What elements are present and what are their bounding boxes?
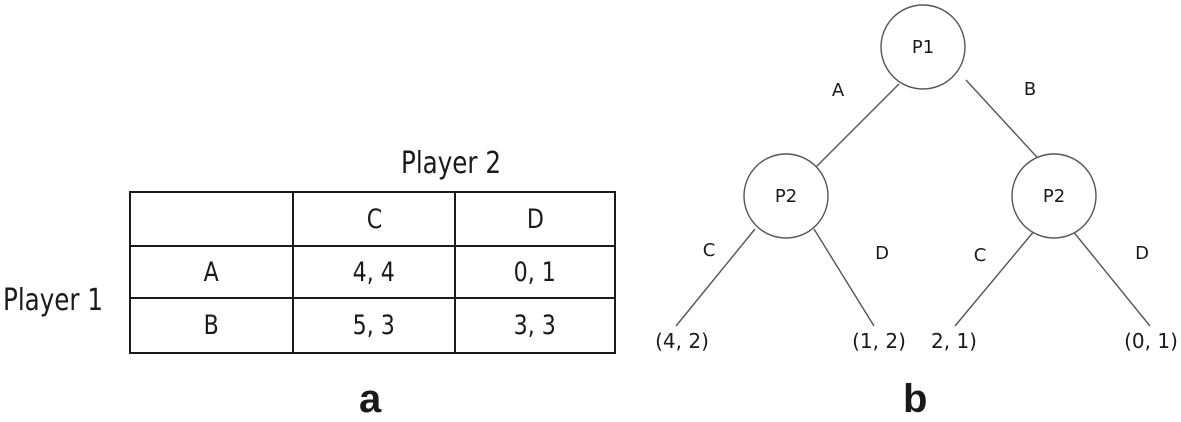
payoff-leaf-2: (1, 2) xyxy=(852,329,906,353)
panel-b-caption: b xyxy=(903,377,928,421)
column-header-c: C xyxy=(292,191,456,247)
edge-left-c xyxy=(675,228,756,327)
column-player-label: Player 2 xyxy=(401,146,502,181)
action-label-right-c: C xyxy=(974,245,987,266)
action-label-a: A xyxy=(832,80,845,101)
action-label-left-d: D xyxy=(875,243,889,264)
row-player-label: Player 1 xyxy=(3,283,104,318)
payoff-cell-bd: 3, 3 xyxy=(454,297,616,354)
action-label-left-c: C xyxy=(703,240,716,261)
action-label-right-d: D xyxy=(1135,243,1149,264)
payoff-leaf-1: (4, 2) xyxy=(655,329,709,353)
action-label-b: B xyxy=(1024,79,1036,100)
node-p2-right-label: P2 xyxy=(1043,186,1065,207)
edge-root-right xyxy=(965,79,1047,168)
payoff-cell-ad: 0, 1 xyxy=(454,245,616,299)
table-row: A 4, 4 0, 1 xyxy=(129,245,616,299)
column-header-d: D xyxy=(454,191,616,247)
panel-a-caption: a xyxy=(359,377,382,421)
row-header-b: B xyxy=(129,297,294,354)
row-header-a: A xyxy=(129,245,294,299)
table-row: B 5, 3 3, 3 xyxy=(129,297,616,354)
payoff-leaf-3: 2, 1) xyxy=(931,329,977,353)
payoff-leaf-4: (0, 1) xyxy=(1124,329,1178,353)
table-row: C D xyxy=(129,191,616,247)
node-p2-right xyxy=(1011,153,1097,239)
edge-left-d xyxy=(813,228,875,327)
payoff-cell-bc: 5, 3 xyxy=(292,297,456,354)
edge-right-c xyxy=(954,229,1036,327)
payoff-cell-ac: 4, 4 xyxy=(292,245,456,299)
node-p1-label: P1 xyxy=(912,37,934,58)
edge-root-left xyxy=(812,83,900,171)
node-p1 xyxy=(880,4,966,90)
table-corner-cell xyxy=(129,191,294,247)
node-p2-left-label: P2 xyxy=(775,186,797,207)
payoff-matrix: C D A 4, 4 0, 1 B 5, 3 3, 3 xyxy=(129,191,616,354)
node-p2-left xyxy=(743,153,829,239)
edge-right-d xyxy=(1071,229,1151,327)
